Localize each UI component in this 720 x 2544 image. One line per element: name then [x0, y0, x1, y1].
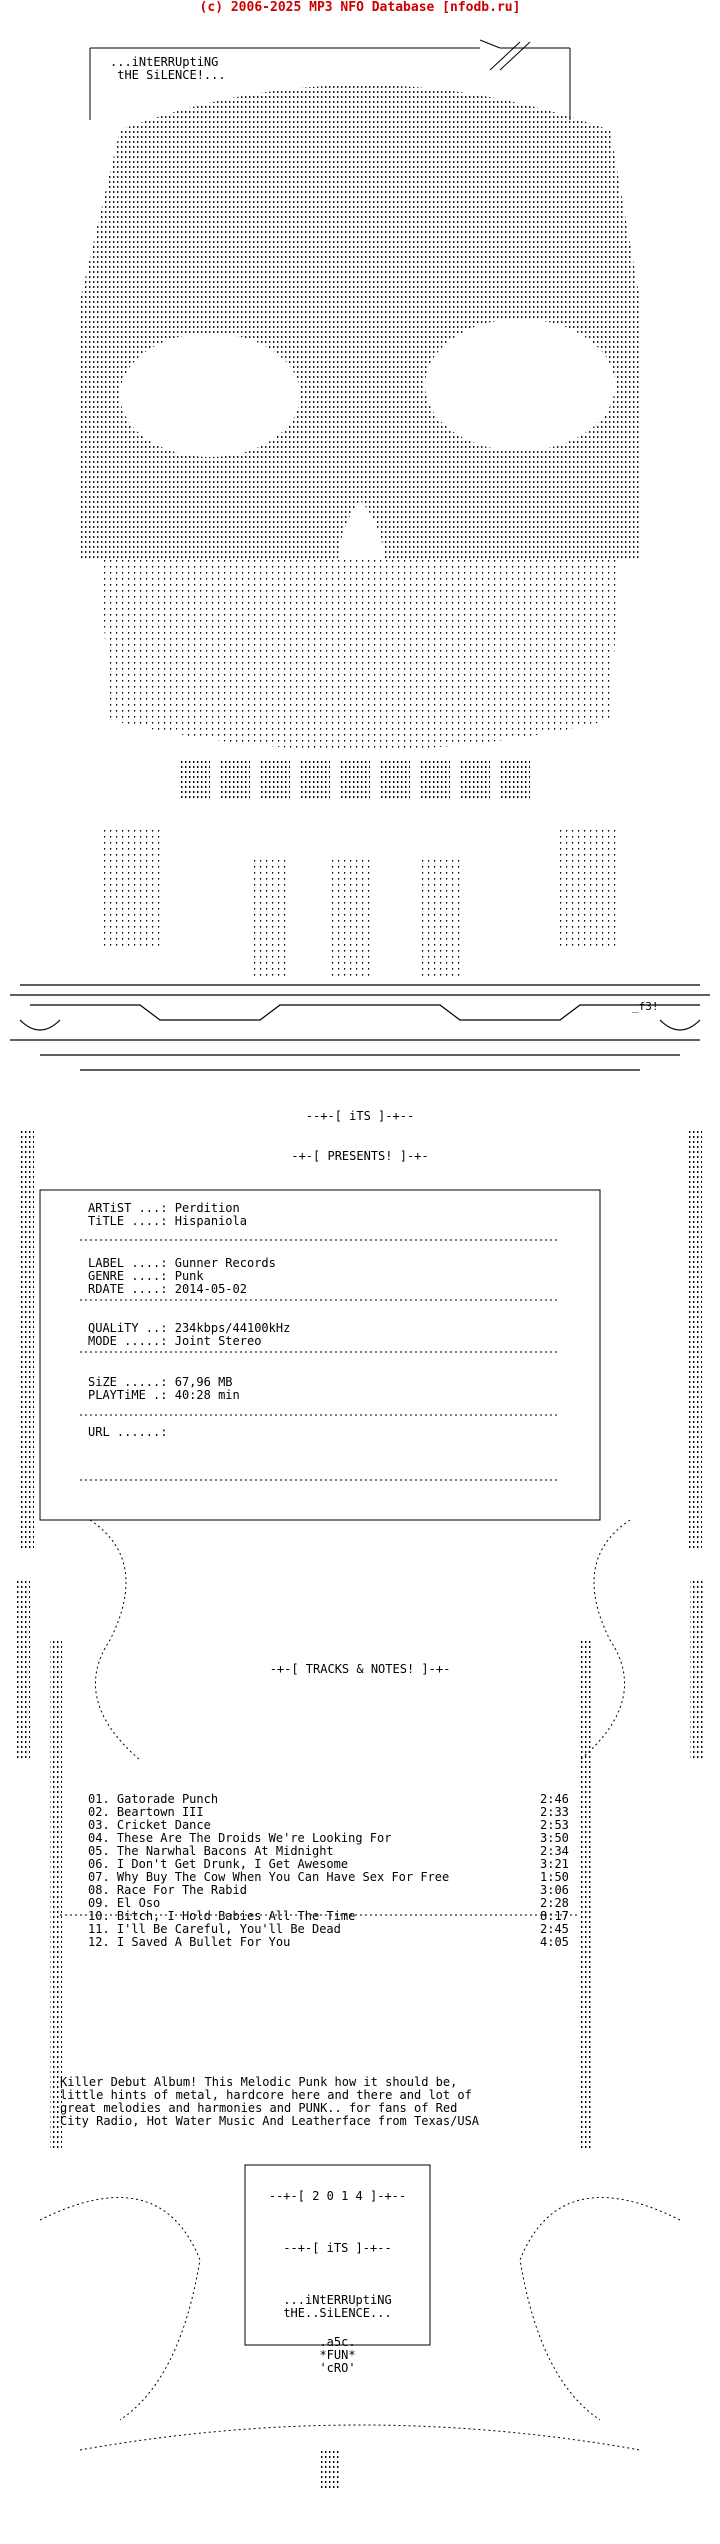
notes-line: City Radio, Hot Water Music And Leatherf… [60, 2114, 480, 2128]
track-time: 2:45 [540, 1922, 569, 1936]
teeth [180, 760, 530, 800]
list-item: 12. I Saved A Bullet For You [88, 1935, 291, 1949]
track-time: 2:46 [540, 1792, 569, 1806]
section-tracks-notes: -+-[ TRACKS & NOTES! ]-+- [269, 1662, 451, 1676]
info-frame [39, 1189, 601, 1521]
list-item: 03. Cricket Dance [88, 1818, 211, 1832]
track-time: 2:53 [540, 1818, 569, 1832]
footer-its: --+-[ iTS ]-+-- [283, 2241, 392, 2255]
site-credit-header: (c) 2006-2025 MP3 NFO Database [nfodb.ru… [199, 0, 521, 15]
section-presents: -+-[ PRESENTS! ]-+- [291, 1149, 429, 1163]
track-time: 3:50 [540, 1831, 569, 1845]
list-item: 04. These Are The Droids We're Looking F… [88, 1831, 392, 1845]
track-time: 2:33 [540, 1805, 569, 1819]
info-row: ARTiST ...: Perdition [88, 1201, 240, 1215]
footer-wing-right [519, 2197, 681, 2421]
list-item: 08. Race For The Rabid [88, 1883, 247, 1897]
notes-line: little hints of metal, hardcore here and… [60, 2088, 472, 2102]
track-time: 2:28 [540, 1896, 569, 1910]
list-item: 02. Beartown III [88, 1805, 204, 1819]
track-time: 3:06 [540, 1883, 569, 1897]
info-row: QUALiTY ..: 234kbps/44100kHz [88, 1321, 291, 1335]
footer-tag: 'cRO' [319, 2361, 356, 2375]
footer-box [244, 2164, 431, 2346]
track-time: 4:05 [540, 1935, 569, 1949]
footer-tag: *FUN* [319, 2348, 356, 2362]
swirl-right [579, 1519, 631, 1761]
swirl-left [89, 1519, 141, 1761]
info-row: MODE .....: Joint Stereo [88, 1334, 262, 1348]
info-row: GENRE ....: Punk [88, 1269, 204, 1283]
list-item: 11. I'll Be Careful, You'll Be Dead [88, 1922, 341, 1936]
footer-base [79, 2424, 641, 2451]
footer-group-line1: ...iNtERRUptiNG [283, 2293, 392, 2307]
notes-line: great melodies and harmonies and PUNK.. … [60, 2101, 458, 2115]
info-row: PLAYTiME .: 40:28 min [88, 1388, 240, 1402]
notes-line: Killer Debut Album! This Melodic Punk ho… [60, 2075, 458, 2089]
info-row: URL ......: [88, 1425, 168, 1439]
footer-wing-left [39, 2197, 201, 2421]
tracks-side-left [16, 1580, 30, 1760]
left-eye [120, 333, 300, 457]
list-item: 05. The Narwhal Bacons At Midnight [88, 1844, 334, 1858]
list-item: 07. Why Buy The Cow When You Can Have Se… [88, 1870, 450, 1884]
top-frame [89, 39, 571, 120]
right-eye [425, 319, 615, 451]
list-item: 01. Gatorade Punch [88, 1792, 219, 1806]
info-row: SiZE .....: 67,96 MB [88, 1375, 233, 1389]
tracks-right-rail [580, 1640, 592, 2150]
list-item: 06. I Don't Get Drunk, I Get Awesome [88, 1857, 349, 1871]
list-item: 10. Bitch, I Hold Babies All The Time [88, 1909, 356, 1923]
track-time: 3:21 [540, 1857, 569, 1871]
info-row: RDATE ....: 2014-05-02 [88, 1282, 247, 1296]
skull-dome [80, 85, 640, 560]
footer-tag: .a5c. [319, 2335, 356, 2349]
footer-stem [320, 2450, 340, 2490]
skull-jaw [100, 560, 620, 750]
info-row: TiTLE ....: Hispaniola [88, 1214, 247, 1228]
tracks-left-rail [50, 1640, 62, 2150]
track-time: 2:34 [540, 1844, 569, 1858]
footer-group-line2: tHE..SiLENCE... [283, 2306, 392, 2320]
info-row: LABEL ....: Gunner Records [88, 1256, 276, 1270]
track-time: 1:50 [540, 1870, 569, 1884]
left-rail-1 [20, 1130, 34, 1550]
group-name-top: ...iNtERRUptiNG tHE SiLENCE!... [110, 55, 226, 82]
logo-band [10, 984, 710, 1071]
right-rail-1 [688, 1130, 702, 1550]
section-its: --+-[ iTS ]-+-- [305, 1109, 415, 1123]
skull-neck [100, 830, 620, 980]
track-time: 8:17 [540, 1909, 569, 1923]
tracks-side-right [690, 1580, 704, 1760]
artist-signature: _f3! [632, 1000, 659, 1013]
list-item: 09. El Oso [88, 1896, 161, 1910]
footer-year: --+-[ 2 0 1 4 ]-+-- [268, 2189, 407, 2203]
